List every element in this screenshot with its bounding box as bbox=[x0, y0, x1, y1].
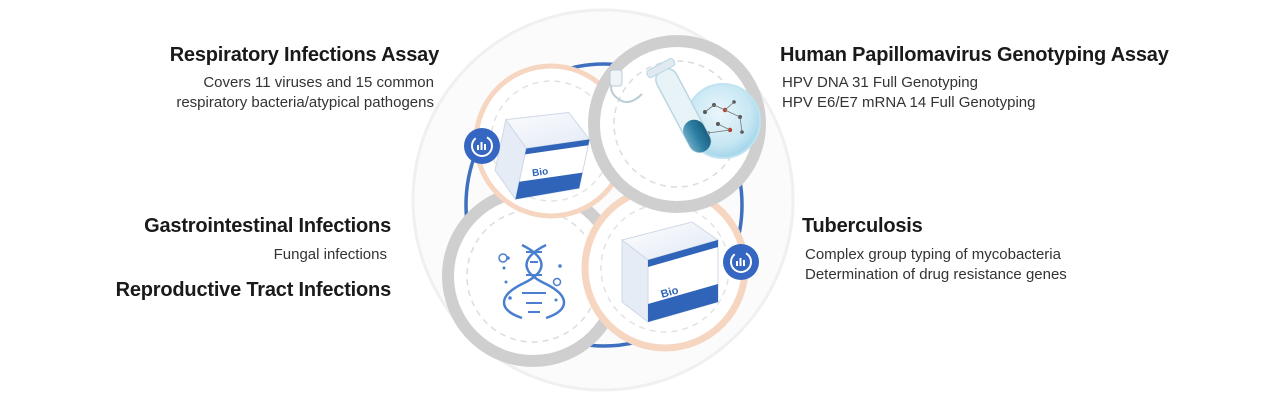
reproductive-title: Reproductive Tract Infections bbox=[115, 279, 392, 301]
kit-box-icon: Bio bbox=[620, 221, 720, 324]
blue-ring bbox=[464, 62, 744, 348]
dna-icon bbox=[498, 243, 566, 320]
kit-box-icon: Bio bbox=[494, 111, 591, 201]
svg-text:Bio: Bio bbox=[660, 284, 681, 300]
refresh-chart-icon bbox=[723, 244, 759, 280]
respiratory-title: Respiratory Infections Assay bbox=[169, 44, 440, 66]
gastro-desc-line-1: Fungal infections bbox=[273, 246, 387, 263]
respiratory-desc-line-2: respiratory bacteria/atypical pathogens bbox=[176, 94, 434, 111]
hpv-desc-line-2: HPV E6/E7 mRNA 14 Full Genotyping bbox=[782, 94, 1036, 111]
gastro-title: Gastrointestinal Infections bbox=[144, 215, 391, 237]
hpv-title: Human Papillomavirus Genotyping Assay bbox=[780, 44, 1169, 66]
tb-desc-line-2: Determination of drug resistance genes bbox=[805, 266, 1067, 283]
test-tube-icon bbox=[609, 58, 761, 159]
tb-title: Tuberculosis bbox=[802, 215, 923, 237]
svg-text:Bio: Bio bbox=[532, 166, 549, 179]
refresh-chart-icon bbox=[464, 128, 500, 164]
tb-desc-line-1: Complex group typing of mycobacteria bbox=[805, 246, 1061, 263]
respiratory-desc-line-1: Covers 11 viruses and 15 common bbox=[203, 74, 434, 91]
hpv-desc-line-1: HPV DNA 31 Full Genotyping bbox=[782, 74, 978, 91]
